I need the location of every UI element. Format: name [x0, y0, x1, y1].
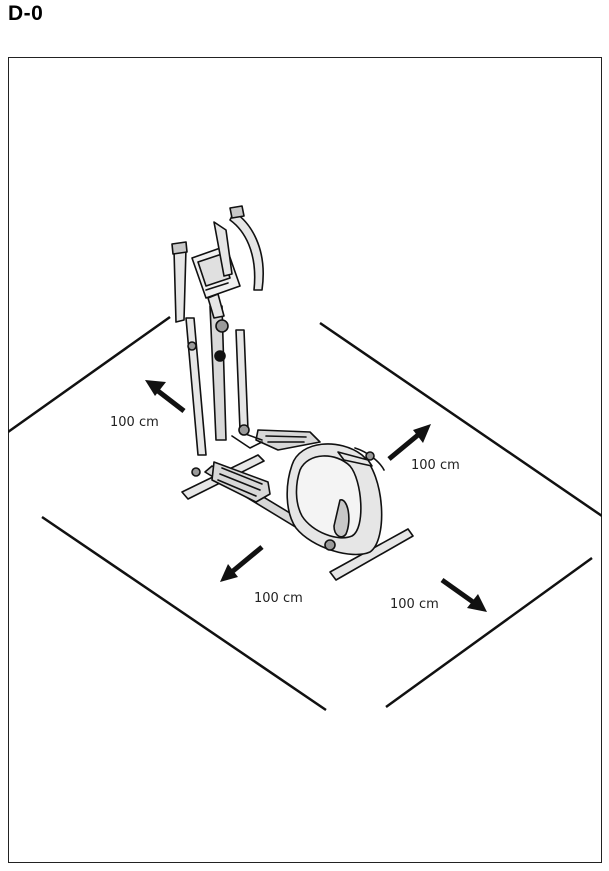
arrow-back-right-icon — [387, 424, 431, 461]
boundary-line-front-left — [41, 515, 327, 712]
arrow-back-left-icon — [145, 380, 186, 413]
diagram-frame — [8, 57, 602, 863]
page-title: D-0 — [8, 2, 44, 25]
clearance-label-front-left: 100 cm — [254, 591, 303, 606]
clearance-label-back-right: 100 cm — [411, 458, 460, 473]
clearance-label-front-right: 100 cm — [390, 597, 439, 612]
clearance-label-back-left: 100 cm — [110, 415, 159, 430]
arrow-front-right-icon — [440, 577, 487, 612]
boundary-line-front-right — [385, 556, 593, 709]
boundary-line-back-right — [319, 321, 602, 518]
boundary-line-back-left — [8, 315, 171, 434]
arrow-front-left-icon — [220, 545, 264, 582]
elliptical-trainer-illustration — [171, 205, 414, 581]
